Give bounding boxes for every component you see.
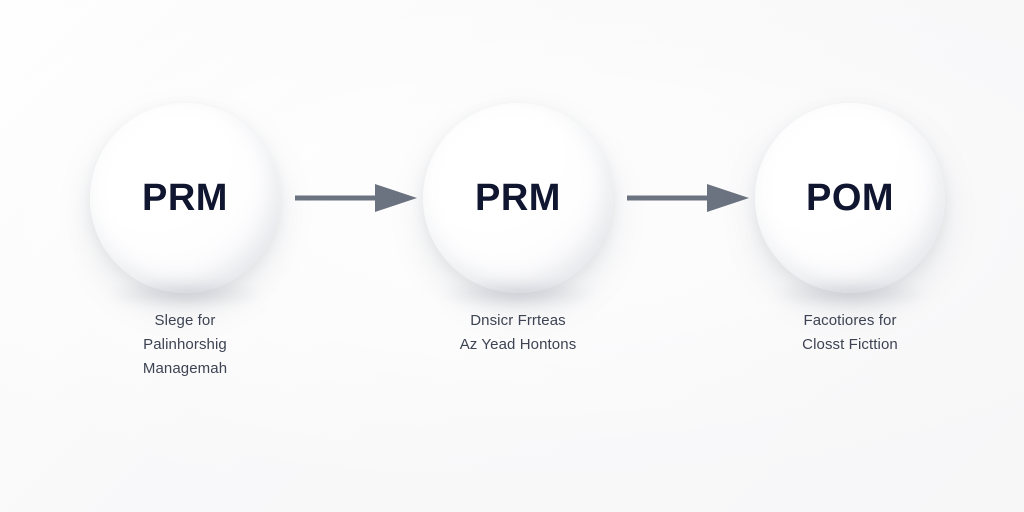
arrow-right-icon: [293, 182, 419, 214]
node-caption-line: Managemah: [142, 360, 228, 377]
node-caption-line: Slege for: [154, 312, 216, 329]
node-shadow: [771, 281, 929, 307]
node-sphere: [423, 103, 613, 293]
node-caption-line: Palinhorshig: [143, 336, 227, 353]
node-caption: Slege for Palinhorshig Managemah: [60, 309, 310, 381]
node-label: PRM: [475, 176, 561, 219]
process-node-3[interactable]: POM Facotiores for Closst Ficttion: [755, 103, 945, 353]
process-node-1[interactable]: PRM Slege for Palinhorshig Managemah: [90, 103, 280, 377]
arrow-right-icon: [625, 182, 751, 214]
node-shadow: [439, 281, 597, 307]
node-caption: Dnsicr Frrteas Az Yead Hontons: [393, 309, 643, 357]
node-caption-line: Closst Ficttion: [802, 336, 898, 353]
node-sphere: [90, 103, 280, 293]
node-caption-line: Facotiores for: [803, 312, 897, 329]
node-sphere: [755, 103, 945, 293]
node-caption-line: Az Yead Hontons: [459, 336, 577, 353]
node-caption-line: Dnsicr Frrteas: [470, 312, 566, 329]
node-label: POM: [805, 176, 895, 219]
node-caption: Facotiores for Closst Ficttion: [725, 309, 975, 357]
node-label: PRM: [142, 176, 228, 219]
process-node-2[interactable]: PRM Dnsicr Frrteas Az Yead Hontons: [423, 103, 613, 353]
node-shadow: [106, 281, 264, 307]
